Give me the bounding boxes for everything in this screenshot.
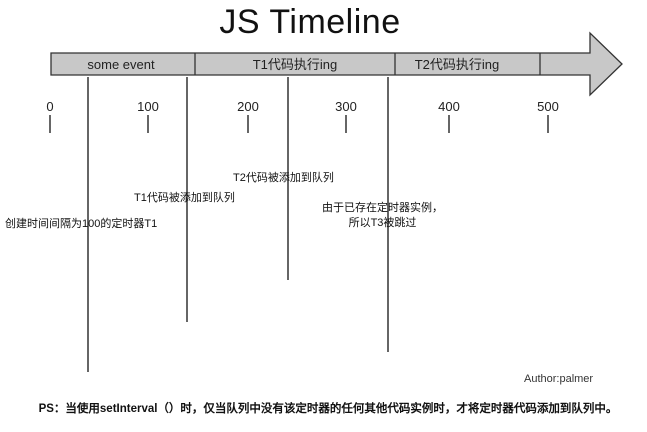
annotation-t3-skipped: 由于已存在定时器实例， 所以T3被跳过: [322, 201, 443, 231]
annotation-t1-added: T1代码被添加到队列: [134, 192, 235, 204]
segment-label-t2: T2代码执行ing: [415, 57, 500, 72]
annotation-t3-skipped-line2: 所以T3被跳过: [348, 217, 417, 229]
footnote: PS：当使用setInterval（）时，仅当队列中没有该定时器的任何其他代码实…: [38, 403, 618, 415]
tick-label-0: 0: [46, 99, 53, 114]
diagram-title: JS Timeline: [219, 3, 401, 41]
tick-label-200: 200: [237, 99, 259, 114]
annotation-t2-added: T2代码被添加到队列: [233, 172, 334, 184]
annotation-t3-skipped-line1: 由于已存在定时器实例，: [322, 202, 443, 214]
timeline-arrow: [50, 31, 623, 97]
tick-label-500: 500: [537, 99, 559, 114]
tick-label-100: 100: [137, 99, 159, 114]
tick-label-400: 400: [438, 99, 460, 114]
annotation-create-timer: 创建时间间隔为100的定时器T1: [5, 218, 158, 230]
author-label: Author:palmer: [524, 373, 594, 385]
segment-label-t1: T1代码执行ing: [253, 57, 338, 72]
tick-label-300: 300: [335, 99, 357, 114]
segment-label-some-event: some event: [87, 57, 155, 72]
